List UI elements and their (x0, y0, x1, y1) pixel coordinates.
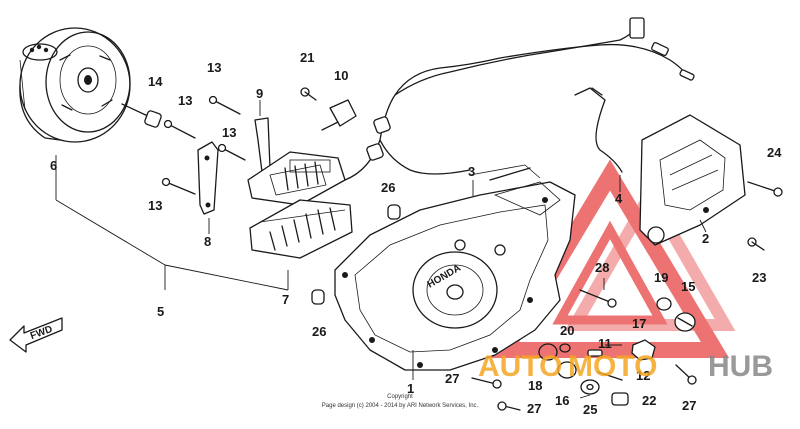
bolt-23 (747, 237, 765, 251)
washer-25 (580, 379, 600, 395)
flywheel-rotor (19, 27, 131, 143)
part-label-28: 28 (595, 260, 609, 275)
part-label-2: 2 (702, 231, 709, 246)
o-ring-19 (656, 297, 672, 311)
part-label-26a: 26 (381, 180, 395, 195)
part-label-18: 18 (528, 378, 542, 393)
bolt-22 (611, 392, 629, 406)
crankcase-cover: HONDA (334, 167, 576, 371)
part-label-7: 7 (282, 292, 289, 307)
copyright-line-1: Copyright (387, 394, 413, 400)
part-numbers: 14 13 13 13 13 9 21 10 6 8 5 7 26 26 3 1… (50, 50, 782, 417)
flywheel-bolt (121, 103, 162, 128)
part-label-13b: 13 (178, 93, 192, 108)
dowel-pin-26a (387, 204, 401, 220)
part-label-4: 4 (615, 191, 623, 206)
part-label-10: 10 (334, 68, 348, 83)
screw-13a (208, 95, 241, 115)
part-label-27b: 27 (527, 401, 541, 416)
screw-13c (217, 143, 246, 161)
part-label-26b: 26 (312, 324, 326, 339)
copyright-line-2: Page design (c) 2004 - 2014 by ARI Netwo… (322, 403, 479, 409)
screw-13b (163, 119, 196, 139)
part-label-14: 14 (148, 74, 163, 89)
watermark-moto: MOTO (568, 350, 657, 383)
bolt-27b (497, 401, 521, 411)
bolt-24 (747, 181, 783, 197)
part-label-3: 3 (468, 164, 475, 179)
nut-17 (631, 339, 656, 361)
watermark-hub: HUB (708, 350, 773, 383)
collar-16 (557, 361, 577, 379)
copyright-notice: Copyright Page design (c) 2004 - 2014 by… (322, 394, 479, 409)
bolt-12 (597, 371, 623, 381)
leader-lines (55, 100, 707, 399)
sprocket-cover (639, 114, 746, 246)
stator-coil-lower (249, 199, 353, 259)
part-label-13c: 13 (222, 125, 236, 140)
part-label-16: 16 (555, 393, 569, 408)
plug-15 (674, 312, 696, 332)
part-label-27c: 27 (682, 398, 696, 413)
bolt-27c (675, 364, 697, 385)
part-label-21: 21 (300, 50, 314, 65)
watermark-wordmark: AUTO MOTO HUB (478, 350, 773, 383)
wire-clip-10 (321, 99, 357, 131)
bolt-27a (471, 377, 502, 389)
part-label-23: 23 (752, 270, 766, 285)
clutch-lever-4 (574, 87, 623, 173)
bolt-28 (579, 289, 617, 308)
stator-bracket (197, 141, 219, 215)
part-label-1: 1 (407, 381, 414, 396)
screw-13d (161, 177, 196, 195)
bolt-21 (300, 87, 317, 101)
o-ring-18 (538, 343, 558, 361)
fwd-label: FWD (29, 324, 54, 342)
part-label-20: 20 (560, 323, 574, 338)
part-label-25: 25 (583, 402, 597, 417)
part-label-22: 22 (642, 393, 656, 408)
dowel-pin-26b (311, 289, 325, 305)
part-label-15: 15 (681, 279, 695, 294)
part-label-5: 5 (157, 304, 164, 319)
watermark-auto: AUTO (478, 350, 562, 383)
wire-clamp-9 (254, 117, 271, 173)
part-label-12: 12 (636, 368, 650, 383)
part-label-24: 24 (767, 145, 782, 160)
part-label-6: 6 (50, 158, 57, 173)
wire-harness (344, 17, 695, 181)
part-label-13d: 13 (148, 198, 162, 213)
cover-gasket (469, 164, 541, 179)
forward-direction-arrow: FWD (9, 317, 63, 353)
part-label-27a: 27 (445, 371, 459, 386)
part-label-17: 17 (632, 316, 646, 331)
part-label-11: 11 (598, 336, 612, 351)
pin-11 (587, 349, 603, 357)
part-label-19: 19 (654, 270, 668, 285)
washer-20 (559, 343, 571, 353)
part-label-8: 8 (204, 234, 211, 249)
part-label-13a: 13 (207, 60, 221, 75)
part-label-9: 9 (256, 86, 263, 101)
stator-coil-upper (247, 151, 346, 206)
